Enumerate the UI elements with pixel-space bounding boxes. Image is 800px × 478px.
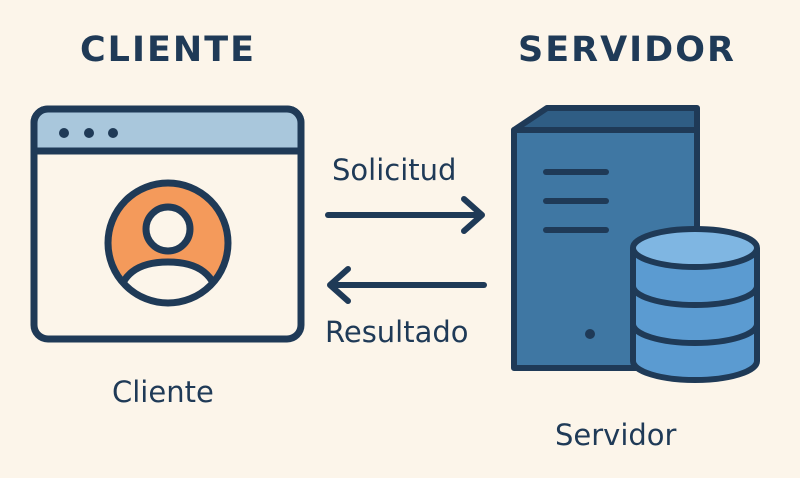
user-avatar-icon xyxy=(104,179,232,307)
server-label: Servidor xyxy=(555,418,677,452)
window-dot-icon xyxy=(84,128,94,138)
request-label: Solicitud xyxy=(332,153,457,187)
request-arrow-icon xyxy=(325,196,485,234)
server-heading: SERVIDOR xyxy=(518,30,736,70)
client-label: Cliente xyxy=(112,375,214,409)
database-icon xyxy=(630,226,760,383)
window-dot-icon xyxy=(108,128,118,138)
window-dot-icon xyxy=(59,128,69,138)
result-label: Resultado xyxy=(325,315,469,349)
client-heading: CLIENTE xyxy=(80,30,256,70)
result-arrow-icon xyxy=(327,266,487,304)
